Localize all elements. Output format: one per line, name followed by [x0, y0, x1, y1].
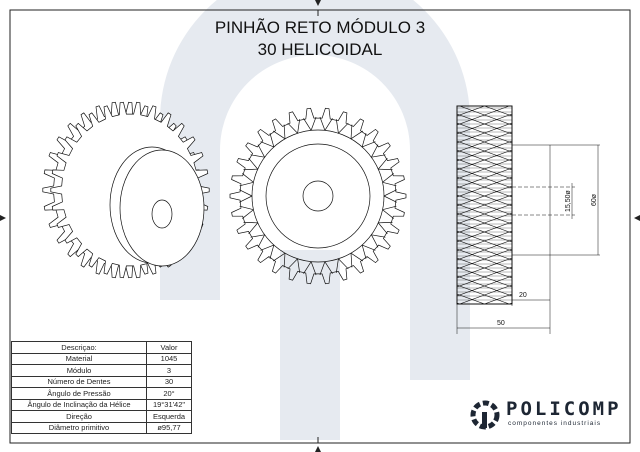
spec-label: Direção — [11, 410, 147, 423]
spec-label: Módulo — [11, 364, 147, 377]
frame-border — [9, 9, 631, 444]
dim-hub-diameter: 60ø — [591, 193, 598, 206]
dim-face-width: 50 — [497, 320, 505, 327]
header-description: Descriçao: — [11, 341, 147, 354]
spec-value: 20° — [146, 387, 192, 400]
title-line-1: PINHÃO RETO MÓDULO 3 — [214, 18, 426, 37]
spec-value: ø95,77 — [146, 421, 192, 434]
spec-value: Esquerda — [146, 410, 192, 423]
spec-value: 19°31'42" — [146, 398, 192, 411]
logo-name: POLICOMP — [506, 398, 622, 420]
spec-value: 1045 — [146, 352, 192, 365]
dim-hub-length: 20 — [519, 292, 527, 299]
spec-value: 3 — [146, 364, 192, 377]
spec-value: 30 — [146, 375, 192, 388]
title-line-2: 30 HELICOIDAL — [257, 40, 383, 59]
spec-label: Número de Dentes — [11, 375, 147, 388]
gear-front-view — [229, 107, 407, 285]
watermark-logo — [160, 0, 470, 440]
logo-tagline: componentes industriais — [508, 420, 602, 427]
spec-label: Material — [11, 352, 147, 365]
spec-label: Ângulo de Pressão — [11, 387, 147, 400]
gear-logo-icon — [470, 400, 500, 430]
gear-side-view — [456, 105, 513, 305]
company-logo: POLICOMP componentes industriais — [468, 398, 619, 437]
header-value: Valor — [146, 341, 192, 354]
gear-isometric-view — [42, 101, 210, 279]
dimension-lines — [456, 144, 600, 334]
table-header: Descriçao:Valor — [11, 341, 192, 354]
dim-bore-diameter: 15,50ø — [565, 189, 572, 212]
spec-label: Diâmetro primitivo — [11, 421, 147, 434]
spec-label: Ângulo de Inclinação da Hélice — [11, 398, 147, 411]
